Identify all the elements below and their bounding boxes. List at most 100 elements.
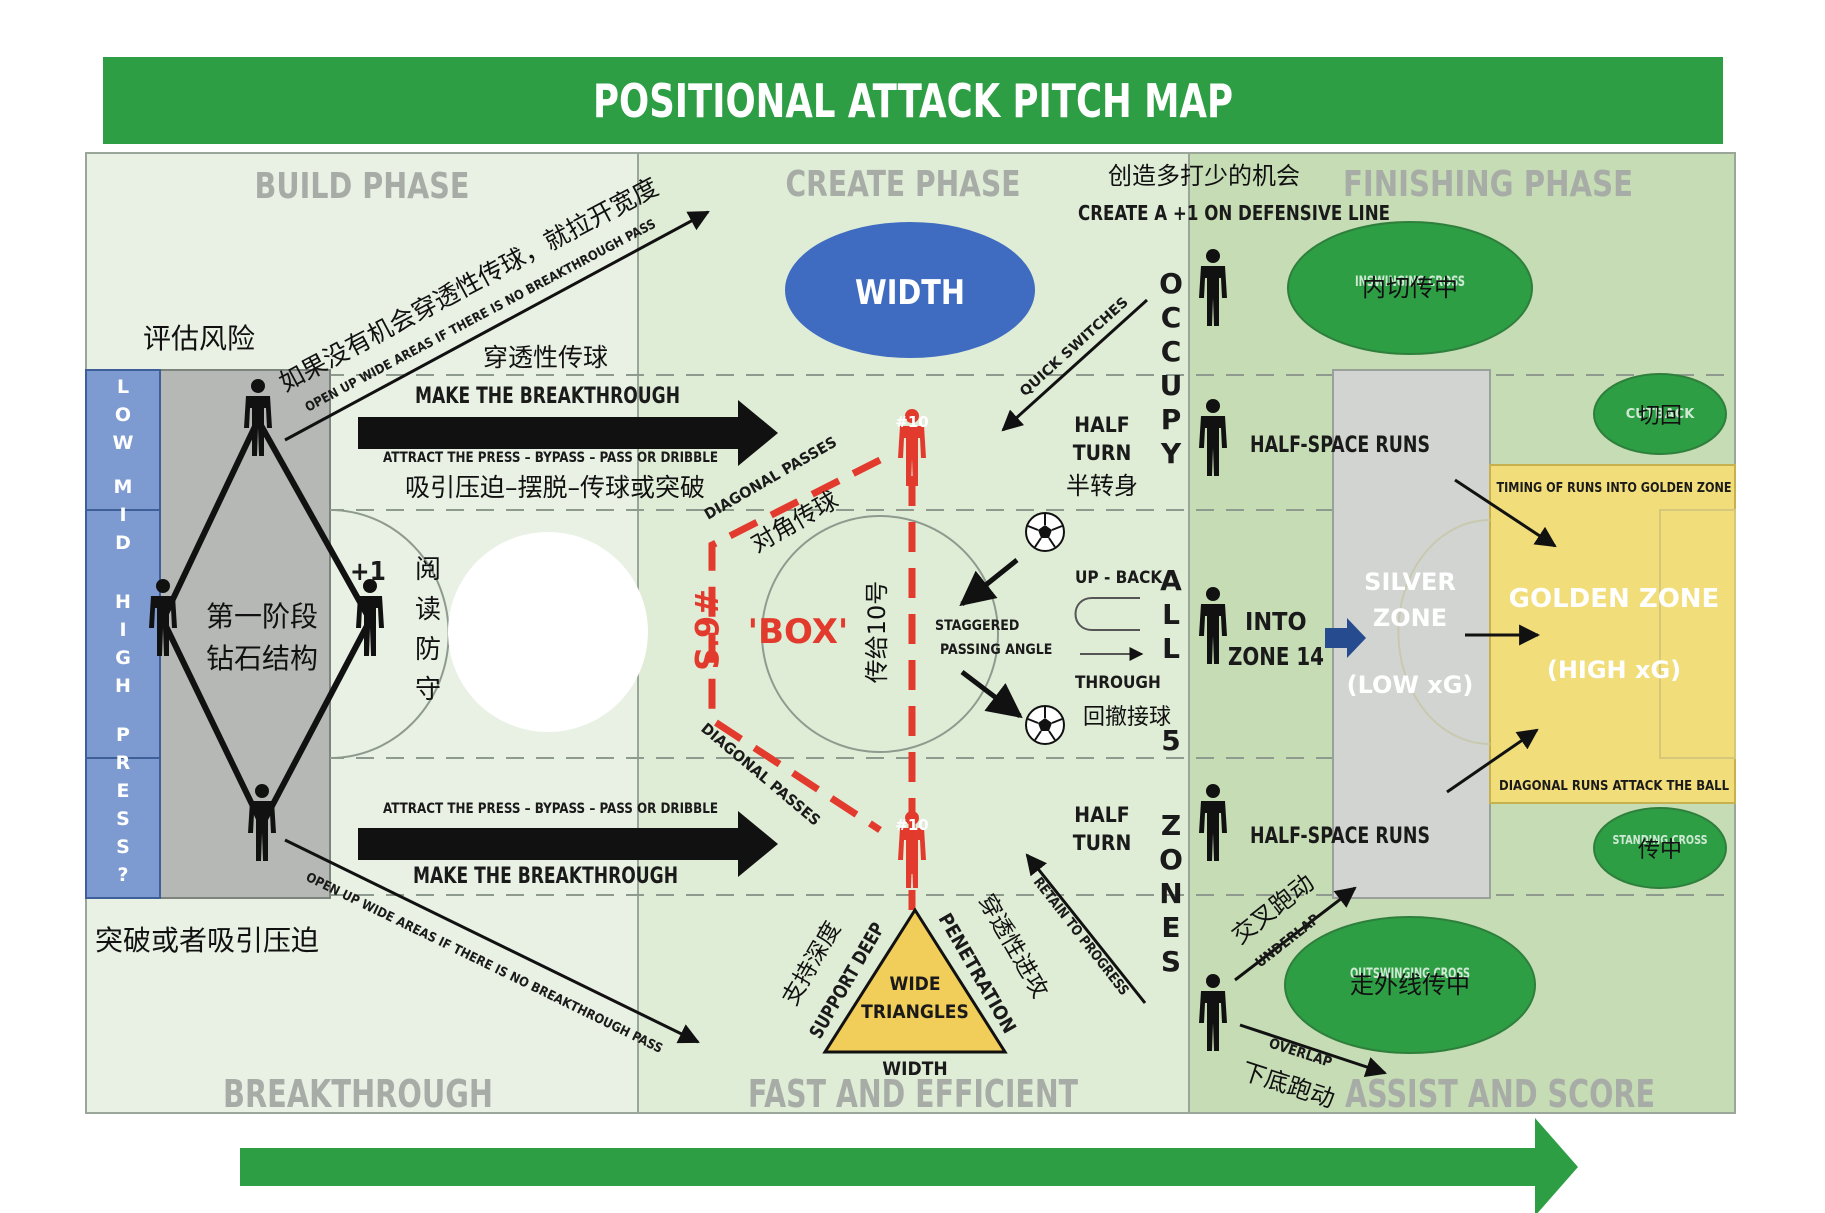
silver-label-3: (LOW xG) [1347,671,1474,699]
press-bar-letter: P [116,724,130,746]
through-label: THROUGH [1075,673,1161,693]
occupy-letter: 5 [1161,724,1180,757]
half-turn-top-1: HALF [1074,413,1129,437]
goal-area [1659,509,1736,759]
build-phase-label: BUILD PHASE [255,166,470,207]
red-dashed-structure [708,430,916,910]
occupy-letter: O [1159,267,1183,300]
occupy-letter: P [1161,403,1182,436]
inswinging-ellipse [1287,221,1533,355]
quick-switches-arrow [1001,298,1149,432]
golden-label-1: GOLDEN ZONE [1509,584,1720,614]
staggered-label-2: PASSING ANGLE [940,642,1052,658]
read-defense-char: 守 [415,675,441,705]
press-bar-letter: R [116,752,131,774]
occupy-letter: O [1159,843,1183,876]
timing-arrow-bottom [1446,728,1539,794]
cutback-ellipse [1593,373,1727,455]
press-bar-letter: W [113,432,134,454]
retain-arrow [1025,853,1147,1004]
box-label: 'BOX' [748,612,849,652]
sixes-label: #6'S [687,589,725,671]
press-bar-letter: L [117,376,129,398]
golden-zone-arc [1397,519,1491,745]
assess-risk-label: 评估风险 [143,322,255,355]
width-ellipse [785,222,1035,358]
occupy-letter: C [1161,335,1182,368]
centre-circle [761,515,999,753]
diagonal-runs-label: DIAGONAL RUNS ATTACK THE BALL [1499,779,1730,794]
standing-cn-label: 传中 [1638,838,1682,863]
press-bar-letter: G [115,647,131,669]
ten-top-label: #10 [895,413,928,431]
occupy-letter: L [1162,598,1180,631]
stagger-arrow-up [959,558,1019,607]
press-bar-letter: O [115,404,131,426]
read-defense-char: 读 [415,595,441,625]
silver-label-2: ZONE [1373,604,1447,632]
occupy-letter: U [1160,369,1183,402]
half-turn-bottom-2: TURN [1073,831,1132,855]
press-bar-letter: I [119,619,126,641]
penetrating-pass-label: 穿透性传球 [483,343,608,372]
silver-label-1: SILVER [1364,568,1456,596]
press-bar-letter: E [117,780,130,802]
overlap-arrow [1239,1023,1387,1078]
read-defense-char: 阅 [415,555,441,585]
ten-bottom-label: #10 [895,816,928,834]
finishing-phase-label: FINISHING PHASE [1343,164,1633,205]
press-bar-letter: H [115,591,131,613]
up-back-label: UP - BACK [1075,568,1163,588]
attract-press-top: ATTRACT THE PRESS – BYPASS – PASS OR DRI… [383,450,718,466]
create-phase-label: CREATE PHASE [786,164,1021,205]
half-turn-top-2: TURN [1073,441,1132,465]
underlap-arrow [1234,886,1357,982]
staggered-label-1: STAGGERED [935,618,1019,634]
zone14-label: ZONE 14 [1228,642,1324,671]
press-bar-letter: S [116,808,130,830]
plus-one-label: +1 [350,557,386,587]
cutback-cn-label: 切回 [1638,404,1682,429]
own-box [159,369,331,899]
direction-arrow [240,1118,1578,1213]
press-bar-letter: ? [117,864,128,886]
occupy-letter: E [1161,911,1180,944]
golden-label-2: (HIGH xG) [1547,656,1681,684]
attract-press-cn: 吸引压迫–摆脱–传球或突破 [405,473,705,502]
up-back-arrow [1074,597,1140,631]
width-label: WIDTH [855,273,965,313]
half-turn-bottom-1: HALF [1074,803,1129,827]
into-label: INTO [1245,607,1307,636]
occupy-letter: L [1162,632,1180,665]
diamond-label-1: 第一阶段 [206,600,318,633]
white-circle [448,532,648,732]
page-title: POSITIONAL ATTACK PITCH MAP [593,74,1233,128]
press-bar [85,369,161,899]
open-wide-arrow-bottom [284,838,700,1044]
press-bar-letter: I [119,504,126,526]
make-breakthrough-bottom: MAKE THE BREAKTHROUGH [413,864,678,889]
assist-score-label: ASSIST AND SCORE [1345,1072,1655,1116]
title-banner [103,57,1723,144]
breakthrough-label: BREAKTHROUGH [223,1072,493,1116]
breakthrough-arrow-bottom [358,811,778,877]
occupy-letter: S [1161,945,1181,978]
drop-receive-label: 回撤接球 [1083,705,1171,730]
press-bar-letter: M [114,476,133,498]
timing-label: TIMING OF RUNS INTO GOLDEN ZONE [1497,481,1732,496]
overload-cn-label: 创造多打少的机会 [1108,162,1300,190]
occupy-letter: C [1161,301,1182,334]
width-small-label: WIDTH [882,1058,947,1080]
break-or-press-label: 突破或者吸引压迫 [95,924,319,957]
press-bar-letter: D [115,532,131,554]
outswinging-en-label: OUTSWINGING CROSS [1350,966,1470,982]
standing-ellipse [1593,807,1727,889]
stagger-arrow-down [960,670,1023,719]
wide-triangles-1: WIDE [889,973,940,995]
ball-top [1025,512,1065,552]
fast-efficient-label: FAST AND EFFICIENT [748,1072,1078,1116]
occupy-letter: A [1160,564,1182,597]
make-breakthrough-top: MAKE THE BREAKTHROUGH [415,384,680,409]
